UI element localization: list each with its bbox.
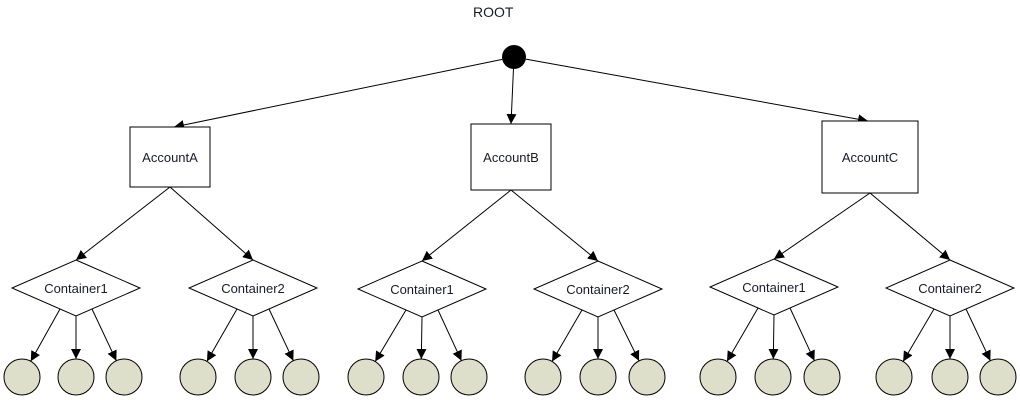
edge-account-to-container xyxy=(421,189,512,262)
edge-container-to-leaf xyxy=(902,308,935,362)
leaf-node[interactable] xyxy=(402,358,440,396)
edge-container-to-leaf xyxy=(374,309,407,362)
edge-container-to-leaf xyxy=(91,308,117,361)
container-diamond[interactable] xyxy=(532,260,664,318)
leaf-node[interactable] xyxy=(282,358,320,396)
account-box[interactable] xyxy=(129,126,211,188)
edge-container-to-leaf xyxy=(30,308,61,362)
edge-container-to-leaf xyxy=(613,309,640,362)
root-label: ROOT xyxy=(473,4,514,20)
edge-account-to-container xyxy=(869,192,951,261)
account-box[interactable] xyxy=(821,120,919,194)
edge-root-to-account xyxy=(525,58,869,125)
leaf-node[interactable] xyxy=(105,358,143,396)
edge-account-to-container xyxy=(773,192,871,260)
leaf-node[interactable] xyxy=(57,358,95,396)
leaf-node[interactable] xyxy=(179,358,217,396)
edge-container-to-leaf xyxy=(789,307,815,361)
container-diamond[interactable] xyxy=(10,259,142,317)
edge-account-to-container xyxy=(510,189,599,262)
leaf-node[interactable] xyxy=(754,358,792,396)
container-diamond[interactable] xyxy=(708,258,840,316)
container-node[interactable]: Container1 xyxy=(356,260,488,318)
edge-container-to-leaf xyxy=(437,309,462,361)
edge-account-to-container xyxy=(169,186,254,261)
container-node[interactable]: Container2 xyxy=(532,260,664,318)
leaf-node[interactable] xyxy=(931,358,969,396)
edge-container-to-leaf xyxy=(206,308,238,362)
account-label: AccountB xyxy=(483,150,539,165)
container-node[interactable]: Container2 xyxy=(187,259,319,317)
leaf-node[interactable] xyxy=(699,358,737,396)
container-label: Container1 xyxy=(390,282,454,297)
account-node[interactable]: AccountB xyxy=(470,123,552,191)
leaf-node[interactable] xyxy=(579,358,617,396)
container-label: Container2 xyxy=(221,281,285,296)
edges xyxy=(30,58,991,362)
edge-container-to-leaf xyxy=(965,308,991,361)
leaf-node[interactable] xyxy=(524,358,562,396)
leaf-node[interactable] xyxy=(347,358,385,396)
account-node[interactable]: AccountA xyxy=(129,126,211,188)
leaf-node[interactable] xyxy=(875,358,913,396)
edge-root-to-account xyxy=(506,68,517,125)
container-diamond[interactable] xyxy=(884,259,1016,317)
edge-root-to-account xyxy=(173,58,503,130)
container-node[interactable]: Container2 xyxy=(884,259,1016,317)
container-label: Container1 xyxy=(742,280,806,295)
leaf-node[interactable] xyxy=(979,358,1017,396)
container-diamond[interactable] xyxy=(187,259,319,317)
account-node[interactable]: AccountC xyxy=(821,120,919,194)
container-label: Container2 xyxy=(566,282,630,297)
container-diamond[interactable] xyxy=(356,260,488,318)
root-node[interactable] xyxy=(502,45,526,69)
container-node[interactable]: Container1 xyxy=(708,258,840,316)
nodes: ROOT AccountA Container1 Container2 Account… xyxy=(3,4,1017,396)
leaf-node[interactable] xyxy=(450,358,488,396)
container-label: Container1 xyxy=(44,281,108,296)
leaf-node[interactable] xyxy=(3,358,41,396)
account-label: AccountC xyxy=(842,150,898,165)
leaf-node[interactable] xyxy=(628,358,666,396)
edge-container-to-leaf xyxy=(268,308,294,361)
edge-container-to-leaf xyxy=(726,307,759,362)
edge-container-to-leaf xyxy=(551,309,583,362)
account-label: AccountA xyxy=(142,150,198,165)
edge-container-to-leaf xyxy=(768,314,779,360)
account-box[interactable] xyxy=(470,123,552,191)
edge-container-to-leaf xyxy=(416,316,427,360)
edge-account-to-container xyxy=(75,186,171,261)
container-node[interactable]: Container1 xyxy=(10,259,142,317)
leaf-node[interactable] xyxy=(803,358,841,396)
container-label: Container2 xyxy=(918,281,982,296)
leaf-node[interactable] xyxy=(234,358,272,396)
